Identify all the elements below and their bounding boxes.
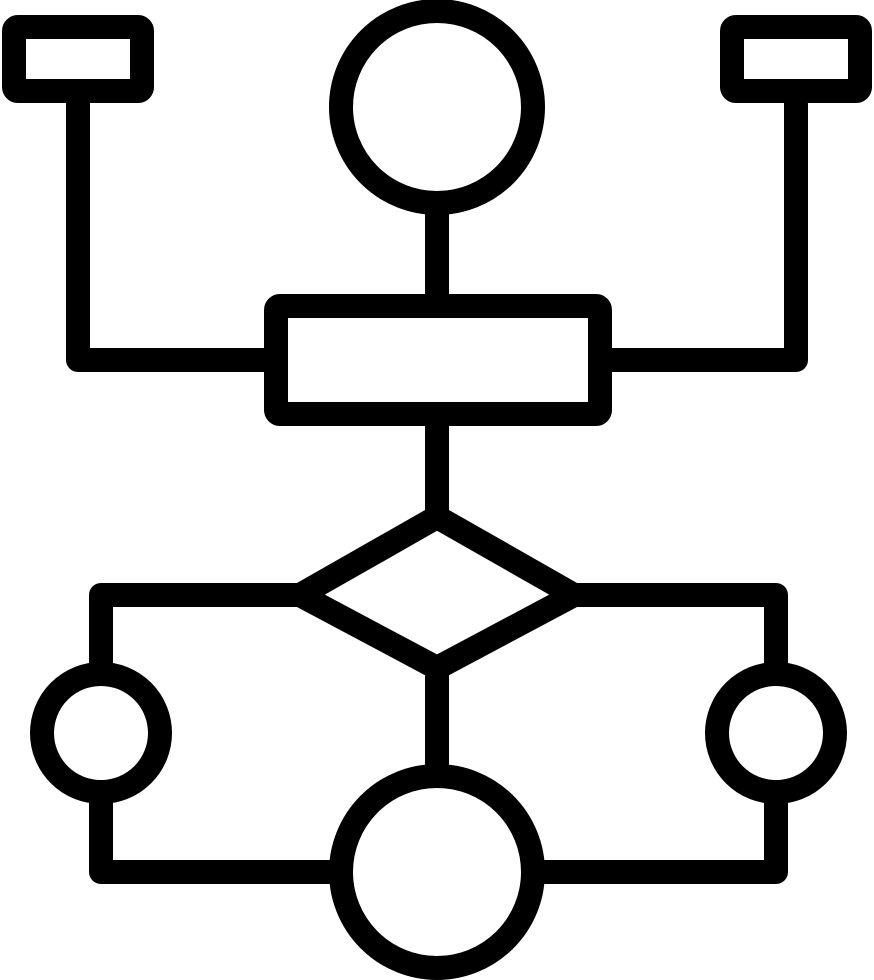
process-box bbox=[264, 294, 612, 426]
start-circle bbox=[329, 0, 545, 215]
right-circle bbox=[705, 662, 847, 804]
left-circle bbox=[30, 662, 172, 804]
connector-top-left bbox=[66, 92, 288, 372]
connector-decision-right bbox=[562, 583, 788, 688]
terminal-top-right bbox=[720, 15, 872, 103]
decision-diamond bbox=[288, 505, 586, 680]
end-circle bbox=[329, 764, 545, 980]
connector-right-to-end bbox=[520, 778, 788, 884]
connector-lines bbox=[66, 92, 808, 884]
connector-left-to-end bbox=[89, 778, 354, 884]
connector-top-right bbox=[588, 92, 808, 372]
terminal-top-left bbox=[2, 15, 154, 103]
connector-decision-left bbox=[89, 583, 312, 688]
